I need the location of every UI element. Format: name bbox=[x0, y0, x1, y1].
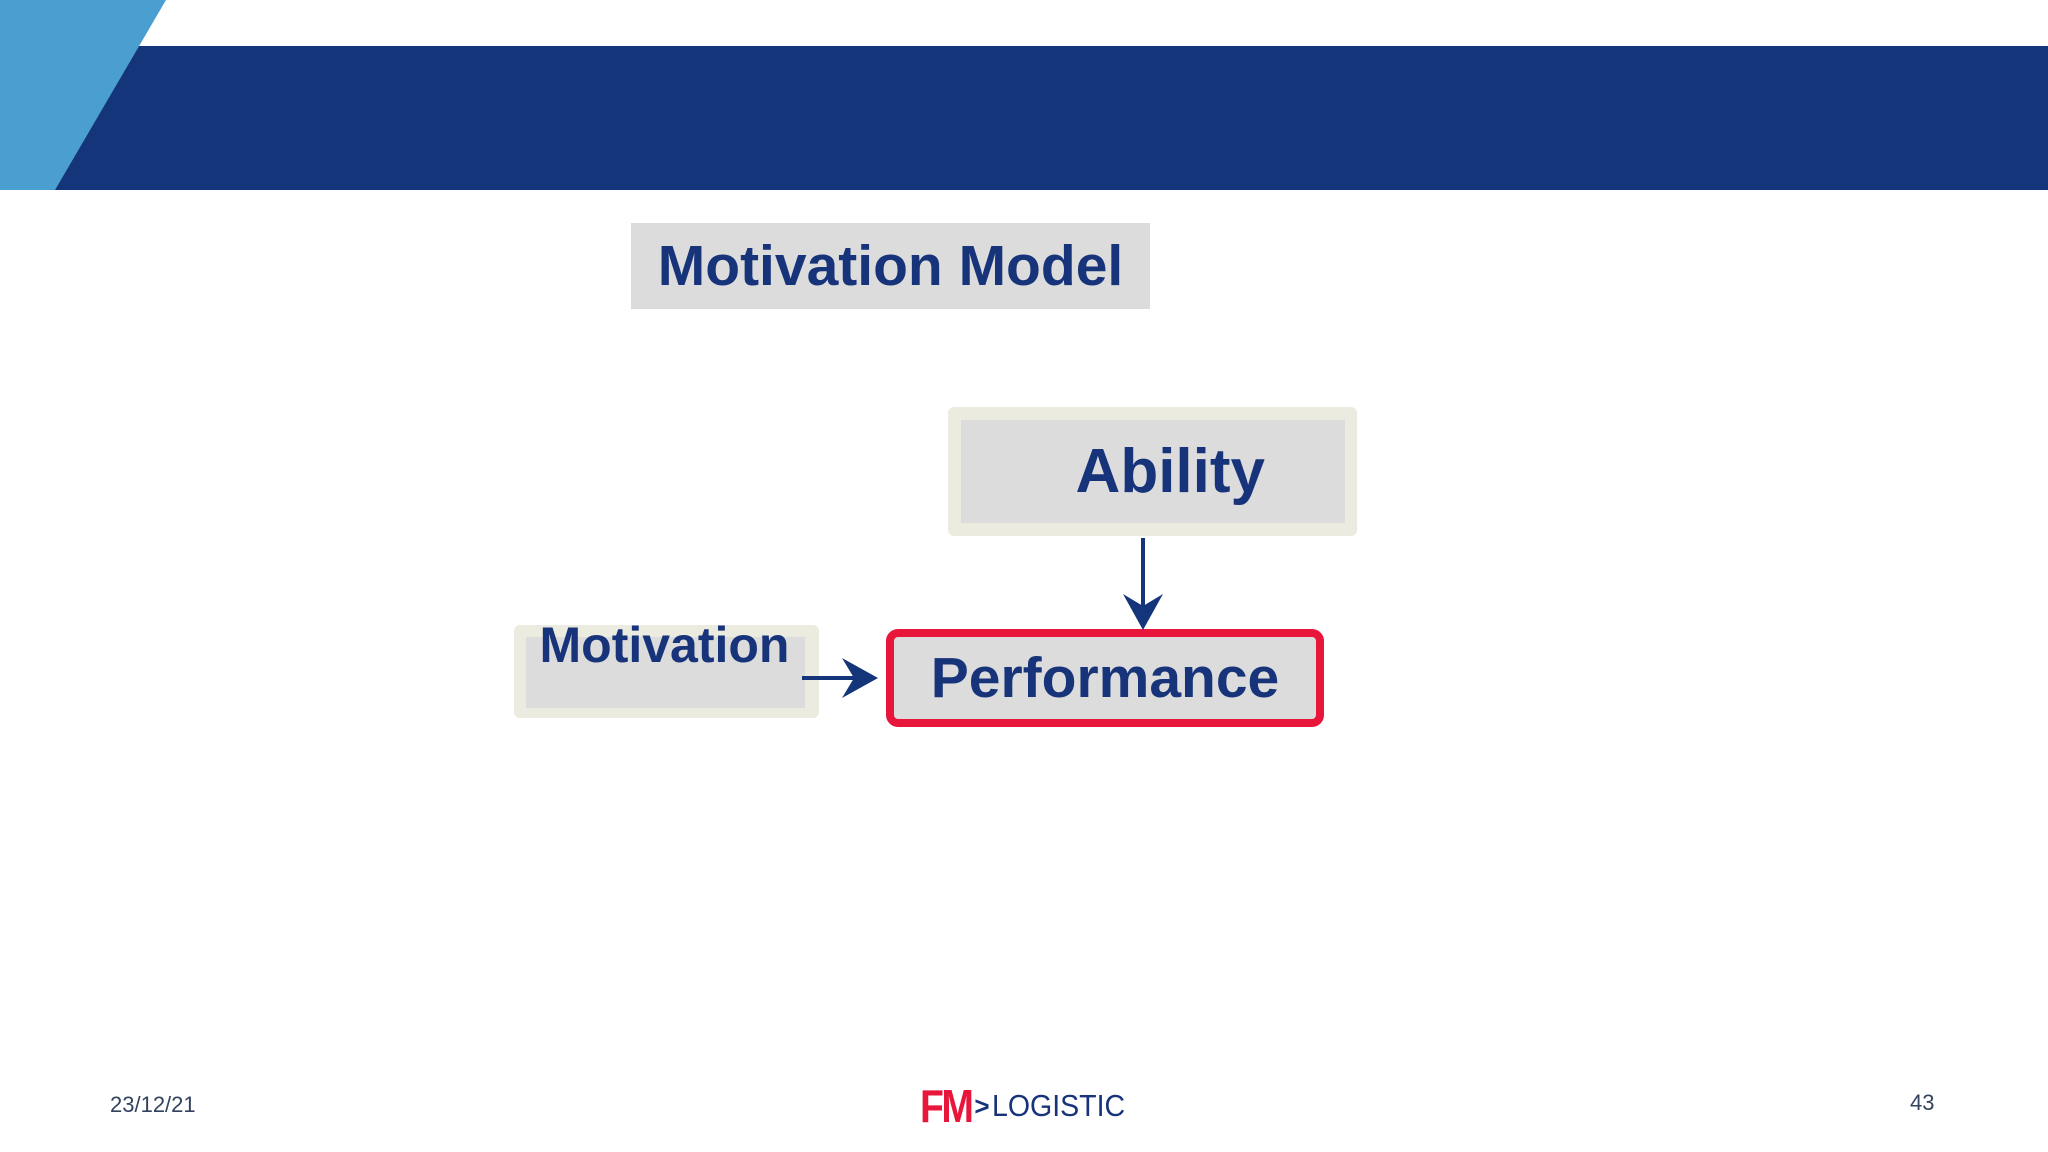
logo-chevron-icon: > bbox=[974, 1090, 990, 1121]
motivation-label: Motivation bbox=[539, 617, 790, 673]
header-accent-shape bbox=[0, 0, 166, 190]
motivation-node bbox=[526, 637, 805, 708]
logo-mark: FM bbox=[920, 1080, 974, 1132]
logo-wordmark: LOGISTIC bbox=[991, 1088, 1125, 1123]
ability-label: Ability bbox=[1075, 437, 1265, 506]
ability-node bbox=[961, 420, 1345, 523]
header-band bbox=[0, 46, 2048, 190]
company-logo: FM > LOGISTIC bbox=[920, 1080, 1136, 1132]
performance-node: Performance bbox=[886, 629, 1324, 727]
footer-date: 23/12/21 bbox=[110, 1092, 196, 1117]
performance-label: Performance bbox=[930, 646, 1280, 710]
page-number: 43 bbox=[1910, 1090, 1935, 1115]
slide-title: Motivation Model bbox=[631, 223, 1150, 309]
